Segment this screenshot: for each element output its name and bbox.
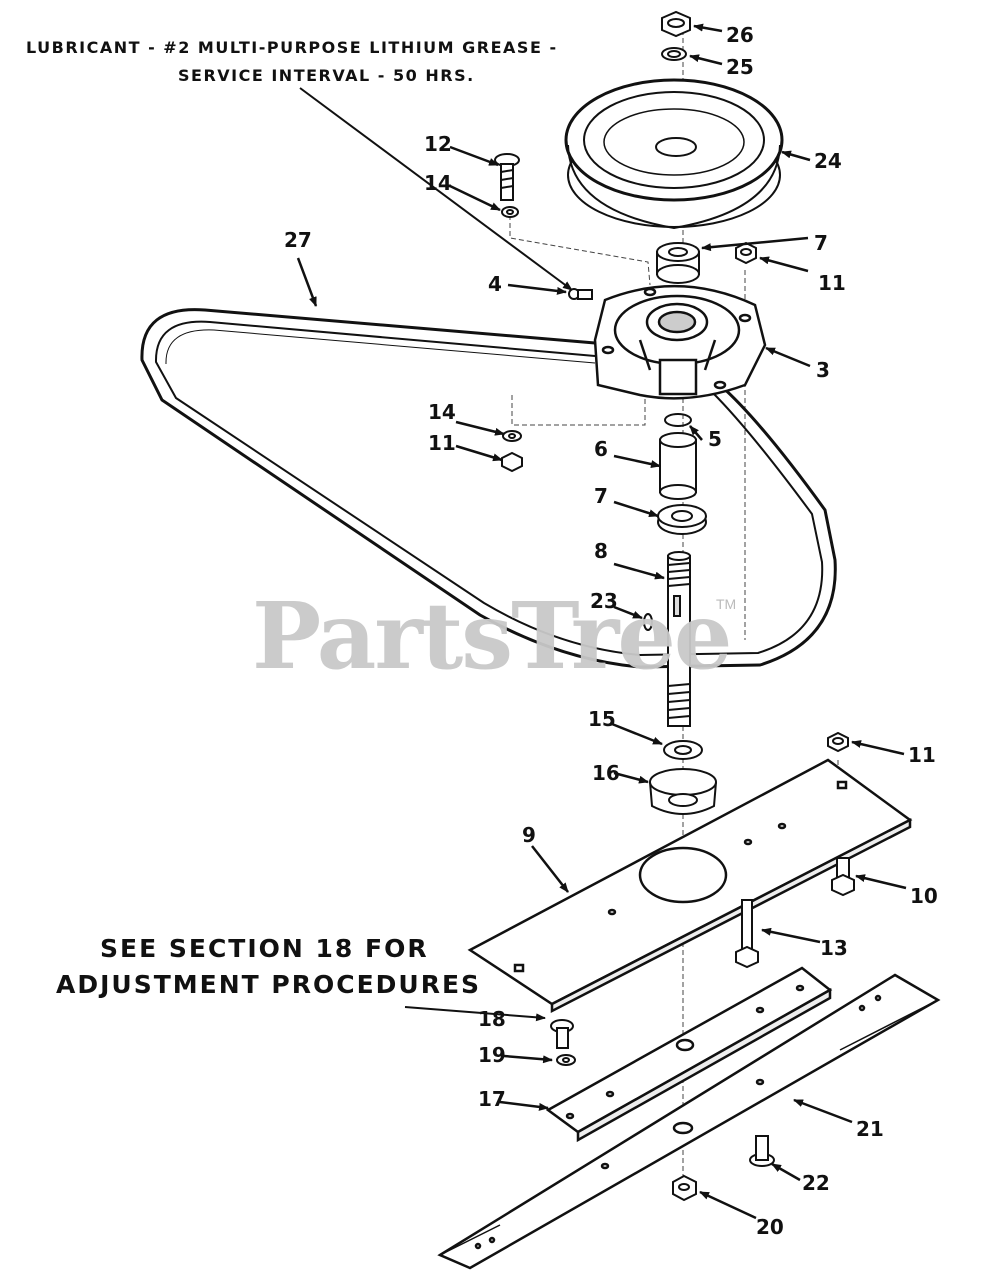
callout-11-right: 11 bbox=[908, 743, 936, 767]
nut-20 bbox=[672, 1174, 697, 1202]
callout-9: 9 bbox=[522, 823, 536, 847]
spindle-shaft bbox=[667, 551, 691, 727]
v-belt bbox=[140, 308, 837, 669]
callout-7-top: 7 bbox=[814, 231, 828, 255]
adjustment-note-line1: SEE SECTION 18 FOR bbox=[100, 934, 429, 963]
callout-12: 12 bbox=[424, 132, 452, 156]
trademark-symbol: TM bbox=[716, 596, 737, 612]
callout-4: 4 bbox=[488, 272, 502, 296]
woodruff-key bbox=[643, 613, 653, 631]
nut-11-right bbox=[827, 731, 849, 753]
mounting-plate bbox=[467, 758, 913, 1014]
callout-5: 5 bbox=[708, 427, 722, 451]
mower-blade bbox=[437, 973, 941, 1270]
lubricant-note-line2: SERVICE INTERVAL - 50 HRS. bbox=[178, 66, 475, 85]
adjustment-note-line2: ADJUSTMENT PROCEDURES bbox=[56, 970, 482, 999]
bearing-7-top bbox=[656, 242, 700, 284]
washer-15 bbox=[663, 740, 703, 760]
top-washer bbox=[661, 47, 687, 61]
watermark-logo: PartsTree bbox=[252, 582, 732, 690]
bolt-10 bbox=[831, 857, 855, 897]
callout-26: 26 bbox=[726, 23, 754, 47]
washer-19 bbox=[556, 1054, 576, 1066]
callout-19: 19 bbox=[478, 1043, 506, 1067]
adapter-bar bbox=[545, 966, 833, 1143]
callout-18: 18 bbox=[478, 1007, 506, 1031]
callout-20: 20 bbox=[756, 1215, 784, 1239]
callout-27: 27 bbox=[284, 228, 312, 252]
cup-16 bbox=[649, 768, 717, 815]
callout-14-top: 14 bbox=[424, 171, 452, 195]
bolt-12 bbox=[494, 153, 520, 201]
callout-24: 24 bbox=[814, 149, 842, 173]
callout-10: 10 bbox=[910, 884, 938, 908]
nut-11-top bbox=[735, 241, 757, 265]
callout-14-left: 14 bbox=[428, 400, 456, 424]
spindle-housing bbox=[593, 284, 767, 400]
callout-23: 23 bbox=[590, 589, 618, 613]
spacer-tube bbox=[659, 432, 697, 500]
callout-25: 25 bbox=[726, 55, 754, 79]
callout-17: 17 bbox=[478, 1087, 506, 1111]
lubricant-note-line1: LUBRICANT - #2 MULTI-PURPOSE LITHIUM GRE… bbox=[26, 38, 558, 57]
callout-22: 22 bbox=[802, 1171, 830, 1195]
callout-8: 8 bbox=[594, 539, 608, 563]
pulley bbox=[564, 78, 784, 230]
callout-arrows bbox=[296, 23, 907, 1220]
callout-16: 16 bbox=[592, 761, 620, 785]
grease-fitting bbox=[568, 288, 593, 300]
washer-14-left bbox=[502, 430, 522, 442]
callout-15: 15 bbox=[588, 707, 616, 731]
callout-7-lower: 7 bbox=[594, 484, 608, 508]
washer-14-top bbox=[501, 206, 519, 218]
retaining-ring bbox=[664, 413, 692, 427]
callout-11-top: 11 bbox=[818, 271, 846, 295]
bolt-22 bbox=[749, 1135, 775, 1167]
lubricant-leader-line bbox=[299, 87, 573, 291]
adjustment-leader-line bbox=[404, 1006, 546, 1022]
bolt-18 bbox=[550, 1019, 574, 1049]
callout-11-left: 11 bbox=[428, 431, 456, 455]
top-nut bbox=[661, 10, 691, 38]
callout-21: 21 bbox=[856, 1117, 884, 1141]
nut-11-left bbox=[501, 451, 523, 473]
callout-3: 3 bbox=[816, 358, 830, 382]
callout-13: 13 bbox=[820, 936, 848, 960]
bolt-13 bbox=[735, 899, 759, 969]
callout-6: 6 bbox=[594, 437, 608, 461]
bearing-7-lower bbox=[657, 504, 707, 535]
